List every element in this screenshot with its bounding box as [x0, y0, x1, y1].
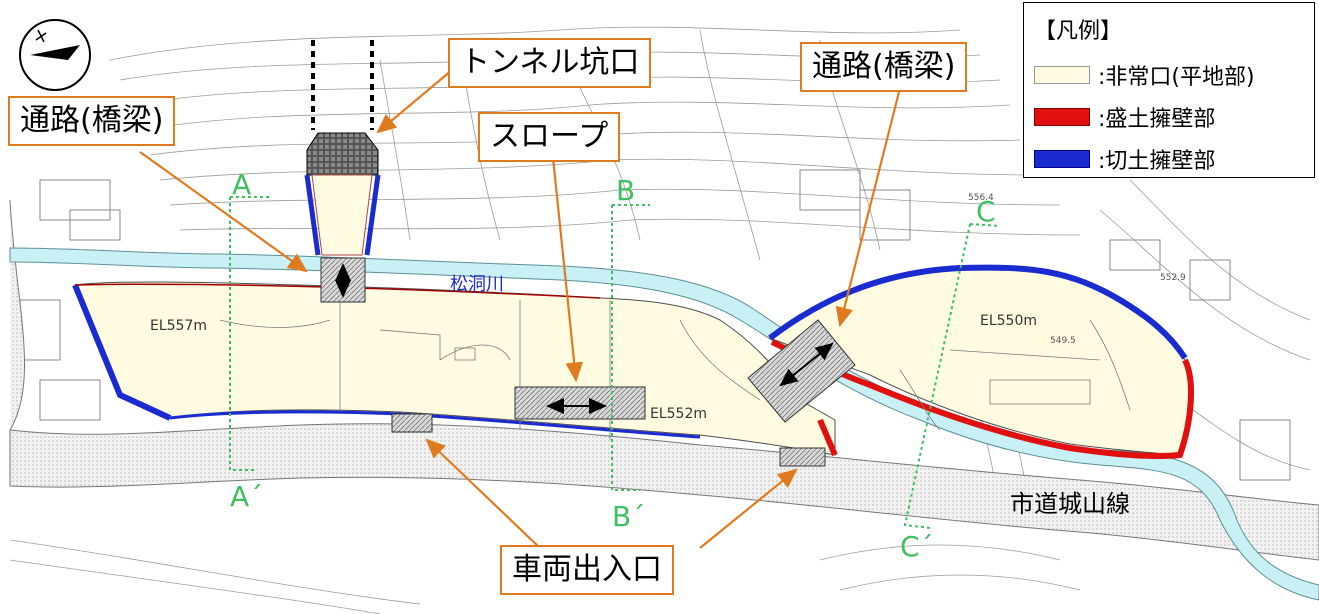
elevation-552: EL552m [650, 406, 707, 422]
section-a-top: A [232, 168, 252, 201]
river-label: 松洞川 [450, 274, 504, 295]
left-cut-wall [72, 283, 172, 421]
left-embankment-edge [74, 283, 601, 299]
tunnel-entrance-callout: トンネル坑口 [448, 38, 652, 88]
section-c-top: C [976, 195, 996, 228]
right-cut-wall [768, 264, 1188, 360]
elevation-550: EL550m [980, 313, 1037, 329]
left-embankment-wall [817, 418, 838, 457]
road-label: 市道城山線 [1010, 490, 1130, 518]
section-b-top: B [616, 174, 636, 207]
legend-box: 【凡例】 :非常口(平地部) :盛土擁壁部 :切土擁壁部 [1023, 2, 1315, 178]
north-compass-icon [19, 19, 91, 91]
elevation-small-2: 552.9 [1160, 273, 1186, 283]
legend-swatch-cut-wall [1034, 150, 1090, 168]
section-lines [229, 196, 1001, 529]
elevation-small-1: 556.4 [968, 193, 994, 203]
vehicle-entrance-right [779, 447, 826, 467]
vehicle-entrance-callout: 車両出入口 [500, 545, 674, 595]
section-c-bottom: C´ [900, 530, 934, 563]
tunnel-structure [304, 40, 381, 303]
elevation-small-3: 549.5 [1050, 336, 1076, 346]
legend-title: 【凡例】 [1034, 19, 1123, 44]
legend-label-emergency-exit: :非常口(平地部) [1098, 65, 1255, 90]
legend-item-cut-wall: :切土擁壁部 [1034, 143, 1215, 175]
slope-structure [514, 386, 646, 420]
legend-label-embankment-wall: :盛土擁壁部 [1098, 107, 1216, 132]
elevation-557: EL557m [150, 318, 207, 334]
callout-arrows [139, 69, 902, 549]
legend-swatch-embankment-wall [1034, 108, 1090, 126]
legend-label-cut-wall: :切土擁壁部 [1098, 149, 1216, 174]
legend-swatch-emergency-exit [1034, 66, 1090, 84]
passage-bridge-right-callout: 通路(橋梁) [800, 42, 968, 92]
slope-callout: スロープ [478, 112, 621, 162]
legend-item-embankment-wall: :盛土擁壁部 [1034, 101, 1215, 133]
section-a-bottom: A´ [230, 480, 264, 513]
legend-item-emergency-exit: :非常口(平地部) [1034, 59, 1255, 91]
passage-bridge-left-callout: 通路(橋梁) [8, 96, 176, 146]
road-left-edge [9, 199, 26, 431]
right-site-internal-lines [899, 319, 1131, 431]
vehicle-entrance-left [391, 413, 433, 433]
section-b-bottom: B´ [612, 500, 646, 533]
bridge-structure-right [747, 319, 856, 423]
